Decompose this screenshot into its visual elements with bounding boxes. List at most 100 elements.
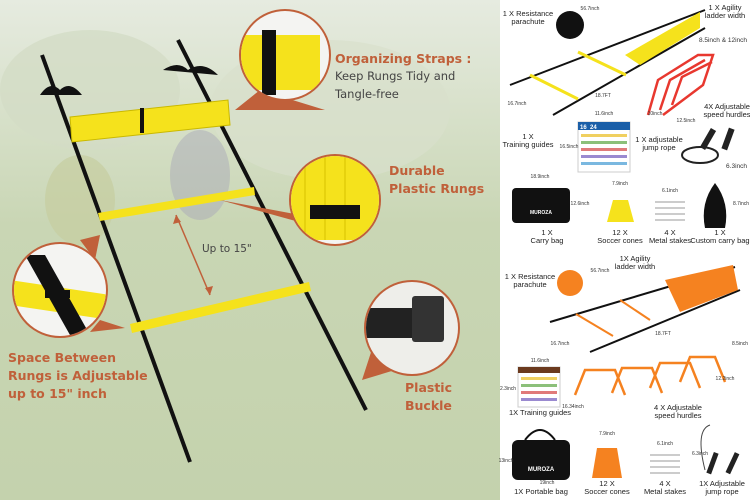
- left-panel: Organizing Straps : Keep Rungs Tidy and …: [0, 0, 500, 500]
- hurdles-label: 4X Adjustable: [704, 102, 750, 111]
- zoom-rung-adjuster: [12, 235, 125, 338]
- organizing-straps-title: Organizing Straps :: [335, 51, 471, 66]
- spacing-arrow: [175, 214, 211, 296]
- stakes-label: 4 X: [664, 228, 675, 237]
- metal-stakes: [655, 201, 685, 221]
- agility-ladder: [40, 39, 368, 463]
- organizing-straps-desc-1: Keep Rungs Tidy and: [335, 69, 455, 83]
- speed-hurdles: [646, 53, 715, 116]
- dimension-label: 56.7inch: [591, 268, 610, 274]
- guides-label: Training guides: [502, 140, 553, 149]
- parachute-label: parachute: [513, 280, 546, 289]
- dimension-label: 18.7FT: [595, 93, 611, 99]
- dimension-label: 6.1inch: [657, 441, 673, 447]
- custom-carry-bag: [703, 183, 727, 228]
- speed-hurdles: [573, 355, 727, 396]
- organizing-straps-desc-2: Tangle-free: [334, 87, 399, 101]
- jump-rope-label: jump rope: [704, 487, 738, 496]
- cones-label: 12 X: [599, 479, 614, 488]
- hurdle-height-dimension: 8.5inch & 12inch: [699, 37, 747, 44]
- plastic-buckle-label-2: Buckle: [405, 398, 452, 413]
- dimension-label: 11.6inch: [595, 111, 614, 117]
- space-between-label-1: Space Between: [8, 350, 116, 365]
- metal-stakes: [650, 454, 680, 474]
- custom-bag-label: Custom carry bag: [690, 236, 749, 245]
- stakes-label: 4 X: [659, 479, 670, 488]
- bag-brand-logo: MUROZA: [528, 467, 555, 473]
- dimension-label: 16.7inch: [551, 341, 570, 347]
- dimension-label: 16.34inch: [562, 404, 584, 410]
- zoom-organizing-straps: [235, 9, 331, 110]
- guide-header-number: 16: [580, 125, 587, 131]
- yellow-kit-panel: 16 24 MUROZA 1 X Resistance parachute 1 …: [500, 0, 750, 250]
- ladder-rungs: [665, 265, 738, 312]
- guides-label: 1X Training guides: [509, 408, 571, 417]
- jump-rope: [700, 424, 740, 475]
- bag-brand-logo: MUROZA: [530, 210, 552, 216]
- soccer-cones: [607, 200, 634, 222]
- jump-rope: [681, 127, 735, 164]
- dimension-label: 18.9inch: [531, 174, 550, 180]
- ladder-strap: [509, 9, 706, 86]
- dimension-label: 6.1inch: [662, 188, 678, 194]
- cones-label: Soccer cones: [597, 236, 643, 245]
- ladder-label: ladder width: [615, 262, 655, 271]
- orange-kit-panel: MUROZA 1 X Resistance parachute 1X Agili…: [499, 250, 750, 500]
- carry-bag: MUROZA: [512, 188, 570, 223]
- guides-label: 1 X: [522, 132, 533, 141]
- dimension-label: 7.9inch: [612, 181, 628, 187]
- durable-rungs-label-2: Plastic Rungs: [389, 181, 484, 196]
- jump-rope-dimension: 6.3inch: [726, 163, 747, 170]
- dimension-label: 7.9inch: [599, 431, 615, 437]
- parachute-label: 1 X Resistance: [503, 9, 553, 18]
- jump-rope-label: jump rope: [641, 143, 675, 152]
- dimension-label: 12.5inch: [677, 118, 696, 124]
- cones-label: Soccer cones: [584, 487, 630, 496]
- ladder-strap: [552, 27, 706, 116]
- portable-bag: MUROZA: [512, 429, 570, 480]
- stakes-label: Metal stakes: [649, 236, 691, 245]
- dimension-label: 56.7inch: [581, 6, 600, 12]
- dimension-label: 6.3inch: [692, 451, 708, 457]
- ladder-rung: [130, 282, 311, 333]
- bag-label: 1X Portable bag: [514, 487, 568, 496]
- space-between-label-3: up to 15" inch: [8, 386, 107, 401]
- dimension-label: 16.7inch: [508, 101, 527, 107]
- dimension-label: 11.6inch: [531, 358, 550, 364]
- dimension-label: 8.7inch: [733, 201, 749, 207]
- dimension-label: 13inch: [499, 458, 514, 464]
- dimension-label: 12.2inch: [716, 376, 735, 382]
- ladder-label: ladder width: [705, 11, 745, 20]
- zoom-plastic-buckle: [362, 280, 460, 380]
- dimension-label: 2.3inch: [500, 386, 516, 392]
- training-guide-poster: 16 24: [577, 121, 631, 173]
- parachute: [557, 270, 583, 296]
- blurred-player: [45, 155, 115, 245]
- hurdles-label: 4 X Adjustable: [654, 403, 702, 412]
- plastic-buckle-label-1: Plastic: [405, 380, 452, 395]
- ladder-label: 1 X Agility: [709, 3, 742, 12]
- jump-rope-label: 1 X adjustable: [635, 135, 683, 144]
- ladder-label: 1X Agility: [620, 254, 651, 263]
- parachute: [556, 11, 584, 39]
- dimension-label: 18.7FT: [655, 331, 671, 337]
- jump-rope-label: 1X Adjustable: [699, 479, 745, 488]
- dimension-label: 19inch: [540, 480, 555, 486]
- stakes-label: Metal stakes: [644, 487, 686, 496]
- hurdles-label: speed hurdles: [654, 411, 701, 420]
- parachute-label: parachute: [511, 17, 544, 26]
- ladder-rungs: [625, 12, 700, 65]
- parachute-label: 1 X Resistance: [505, 272, 555, 281]
- dimension-label: 12.6inch: [571, 201, 590, 207]
- space-between-label-2: Rungs is Adjustable: [8, 368, 148, 383]
- ladder-strap: [589, 289, 741, 353]
- carry-bag-label: 1 X: [541, 228, 552, 237]
- spacing-marker-label: Up to 15": [202, 243, 252, 255]
- cones-label: 12 X: [612, 228, 627, 237]
- dimension-label: 10inch: [648, 111, 663, 117]
- custom-bag-label: 1 X: [714, 228, 725, 237]
- hurdles-label: speed hurdles: [703, 110, 750, 119]
- dimension-label: 8.5inch: [732, 341, 748, 347]
